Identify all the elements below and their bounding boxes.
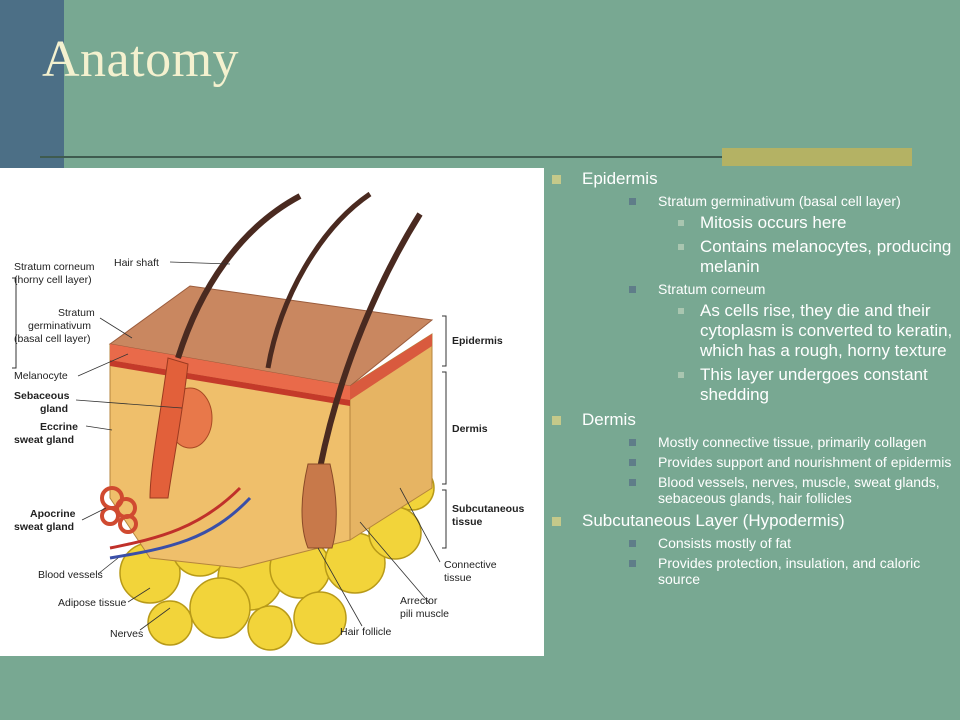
bullet-epidermis: Epidermis Stratum germinativum (basal ce… [548, 169, 956, 405]
subcutaneous-sublist: Consists mostly of fat Provides protecti… [582, 535, 956, 587]
label-apocrine-1: Apocrine [30, 508, 76, 520]
bullet-subcutaneous-point: Provides protection, insulation, and cal… [582, 555, 956, 587]
bullet-dermis-point: Mostly connective tissue, primarily coll… [582, 434, 956, 450]
label-connective-1: Connective [444, 559, 497, 571]
skin-diagram: Hair shaft Stratum corneum (horny cell l… [12, 191, 525, 651]
bullet-corneum-label: Stratum corneum [658, 281, 766, 297]
label-arrector-2: pili muscle [400, 608, 449, 620]
label-stratum-corneum-sub: (horny cell layer) [14, 274, 92, 286]
label-nerves: Nerves [110, 628, 143, 640]
bullet-dermis-point: Blood vessels, nerves, muscle, sweat gla… [582, 474, 956, 506]
layer-brackets [12, 277, 447, 549]
accent-bar [722, 148, 912, 166]
label-arrector-1: Arrector [400, 595, 438, 607]
leader-lines [75, 261, 441, 631]
label-eccrine-2: sweat gland [14, 434, 74, 446]
epidermis-sublist: Stratum germinativum (basal cell layer) … [582, 193, 956, 405]
bullet-germinativum-point: Contains melanocytes, producing melanin [582, 237, 956, 277]
hair-shaft-3 [317, 212, 423, 469]
dermis-sublist: Mostly connective tissue, primarily coll… [582, 434, 956, 506]
label-blood-vessels: Blood vessels [38, 569, 103, 581]
label-dermis: Dermis [452, 423, 488, 435]
label-hair-shaft: Hair shaft [114, 257, 159, 269]
bullet-corneum-point: This layer undergoes constant shedding [582, 365, 956, 405]
hair-shaft-1 [175, 193, 302, 359]
adipose-globules [119, 465, 435, 651]
bullet-subcutaneous: Subcutaneous Layer (Hypodermis) Consists… [548, 511, 956, 587]
label-epidermis: Epidermis [452, 335, 503, 347]
bullet-dermis: Dermis Mostly connective tissue, primari… [548, 410, 956, 506]
label-eccrine-1: Eccrine [40, 421, 78, 433]
bullet-corneum-point: As cells rise, they die and their cytopl… [582, 301, 956, 361]
bullet-germinativum-label: Stratum germinativum (basal cell layer) [658, 193, 901, 209]
title-divider [40, 156, 912, 158]
bullet-stratum-corneum: Stratum corneum As cells rise, they die … [582, 281, 956, 405]
bullet-dermis-label: Dermis [582, 410, 636, 429]
bullet-level-1: Epidermis Stratum germinativum (basal ce… [548, 169, 956, 587]
label-melanocyte: Melanocyte [14, 370, 68, 382]
blood-vessel-red [109, 486, 242, 550]
bullet-stratum-germinativum: Stratum germinativum (basal cell layer) … [582, 193, 956, 277]
bullet-subcutaneous-label: Subcutaneous Layer (Hypodermis) [582, 511, 845, 530]
label-apocrine-2: sweat gland [14, 521, 74, 533]
sweat-gland-coil [100, 486, 138, 534]
label-subcutaneous-1: Subcutaneous [452, 503, 525, 515]
hair-shaft-2 [265, 191, 372, 369]
bullet-subcutaneous-point: Consists mostly of fat [582, 535, 956, 551]
epidermis-layer-right [350, 334, 432, 400]
germinativum-sublist: Mitosis occurs here Contains melanocytes… [658, 213, 956, 277]
label-stratum-germ-1: Stratum [58, 307, 95, 319]
label-connective-2: tissue [444, 572, 472, 584]
label-stratum-corneum: Stratum corneum [14, 261, 95, 273]
bullet-dermis-point: Provides support and nourishment of epid… [582, 454, 956, 470]
label-subcutaneous-2: tissue [452, 516, 483, 528]
skin-anatomy-figure: Hair shaft Stratum corneum (horny cell l… [0, 168, 544, 656]
side-color-bar [0, 0, 64, 168]
blood-vessel-blue [109, 496, 252, 560]
label-stratum-germ-3: (basal cell layer) [14, 333, 90, 345]
bullet-epidermis-label: Epidermis [582, 169, 658, 188]
label-sebaceous-1: Sebaceous [14, 390, 70, 402]
hair-follicle-1 [149, 357, 189, 499]
bullet-germinativum-point: Mitosis occurs here [582, 213, 956, 233]
bullet-list: Epidermis Stratum germinativum (basal ce… [548, 164, 956, 587]
epidermis-layer [110, 344, 350, 400]
label-adipose: Adipose tissue [58, 597, 126, 609]
slide-title: Anatomy [42, 31, 240, 88]
corneum-sublist: As cells rise, they die and their cytopl… [658, 301, 956, 405]
label-sebaceous-2: gland [40, 403, 68, 415]
label-stratum-germ-2: germinativum [28, 320, 91, 332]
hair-follicle-2 [301, 463, 337, 549]
label-hair-follicle: Hair follicle [340, 626, 392, 638]
